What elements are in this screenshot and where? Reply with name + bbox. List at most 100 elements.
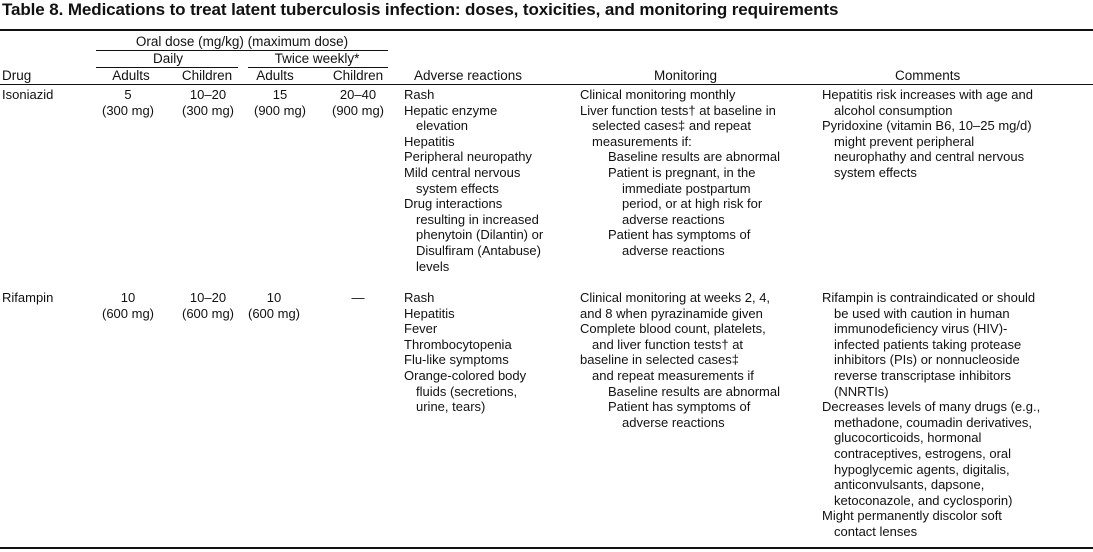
bottom-rule [0, 547, 1093, 549]
cell-line: glucocorticoids, hormonal [834, 430, 982, 446]
header-drug: Drug [2, 68, 32, 83]
cell-line: urine, tears) [416, 399, 486, 415]
cell-line: elevation [416, 118, 469, 134]
cell-line: ketoconazole, and cyclosporin) [834, 492, 1013, 508]
cell-line: Patient is pregnant, in the [608, 164, 756, 180]
cell-line: Rifampin is contraindicated or should [822, 290, 1036, 305]
cell-line: immunodeficiency virus (HIV)- [834, 321, 1008, 337]
dose-value: 15 [272, 87, 288, 102]
cell-line: anticonvulsants, dapsone, [834, 477, 985, 493]
cell-line: contact lenses [834, 523, 918, 539]
rifampin-daily-adults: 10 (600 mg) [92, 290, 164, 321]
dose-max: (900 mg) [331, 102, 385, 118]
isoniazid-twice-children: 20–40 (900 mg) [322, 87, 394, 118]
cell-line: Patient has symptoms of [608, 399, 751, 415]
cell-line: period, or at high risk for [622, 196, 763, 212]
header-daily-underline [96, 67, 238, 68]
header-daily-children: Children [181, 68, 233, 83]
cell-line: Hepatic enzyme [404, 102, 498, 118]
cell-line: (NNRTIs) [834, 383, 889, 399]
isoniazid-twice-adults: 15 (900 mg) [244, 87, 316, 118]
header-twice-weekly-underline [248, 67, 388, 68]
cell-line: Liver function tests† at baseline in [580, 102, 776, 118]
drug-name: Rifampin [2, 290, 54, 305]
cell-line: Hepatitis [404, 305, 455, 321]
cell-line: Baseline results are abnormal [608, 383, 780, 399]
header-daily-adults: Adults [112, 68, 150, 83]
cell-line: Might permanently discolor soft [822, 508, 1002, 524]
rifampin-daily-children: 10–20 (600 mg) [172, 290, 244, 321]
header-twice-adults: Adults [256, 68, 294, 83]
cell-line: Hepatitis risk increases with age and [822, 87, 1033, 102]
rifampin-twice-children: — [322, 290, 394, 306]
cell-line: be used with caution in human [834, 305, 1010, 321]
cell-line: fluids (secretions, [416, 383, 518, 399]
dose-max: (600 mg) [101, 305, 155, 321]
cell-line: might prevent peripheral [834, 133, 975, 149]
cell-line: resulting in increased [416, 211, 539, 227]
cell-line: Orange-colored body [404, 367, 527, 383]
header-comments: Comments [895, 68, 961, 83]
dose-value: 10–20 [189, 87, 227, 102]
cell-line: system effects [834, 164, 917, 180]
rifampin-monitoring: Clinical monitoring at weeks 2, 4,and 8 … [580, 290, 780, 430]
cell-line: Patient has symptoms of [608, 227, 751, 243]
cell-line: contraceptives, estrogens, oral [834, 445, 1012, 461]
cell-line: Hepatitis [404, 133, 455, 149]
drug-name: Isoniazid [2, 87, 54, 102]
cell-line: Mild central nervous [404, 164, 521, 180]
cell-line: Rash [404, 87, 435, 102]
cell-line: reverse transcriptase inhibitors [834, 367, 1012, 383]
cell-line: Rash [404, 290, 435, 305]
cell-line: Baseline results are abnormal [608, 149, 780, 165]
cell-line: immediate postpartum [622, 180, 751, 196]
cell-line: adverse reactions [622, 414, 725, 430]
dose-value: — [351, 290, 365, 305]
dose-max: (600 mg) [181, 305, 235, 321]
dose-value: 10 [120, 290, 136, 305]
cell-line: Thrombocytopenia [404, 336, 512, 352]
cell-line: measurements if: [592, 133, 692, 149]
cell-line: and 8 when pyrazinamide given [580, 305, 763, 321]
cell-line: selected cases‡ and repeat [592, 118, 751, 134]
cell-line: Clinical monitoring at weeks 2, 4, [580, 290, 771, 305]
dose-value: 10–20 [189, 290, 227, 305]
cell-line: Drug interactions [404, 196, 503, 212]
dose-max: (900 mg) [253, 102, 307, 118]
cell-line: Clinical monitoring monthly [580, 87, 736, 102]
rifampin-twice-adults: 10 (600 mg) [238, 290, 310, 321]
cell-line: Decreases levels of many drugs (e.g., [822, 399, 1041, 415]
isoniazid-daily-children: 10–20 (300 mg) [172, 87, 244, 118]
cell-line: Disulfiram (Antabuse) [416, 242, 541, 258]
header-monitoring: Monitoring [654, 68, 718, 83]
header-daily: Daily [152, 51, 183, 66]
cell-line: infected patients taking protease [834, 336, 1022, 352]
cell-line: methadone, coumadin derivatives, [834, 414, 1033, 430]
cell-line: Fever [404, 321, 438, 337]
cell-line: and liver function tests† at [592, 336, 744, 352]
cell-line: baseline in selected cases‡ [580, 352, 739, 368]
cell-line: levels [416, 258, 450, 274]
isoniazid-daily-adults: 5 (300 mg) [92, 87, 164, 118]
top-rule [0, 29, 1093, 31]
cell-line: Flu-like symptoms [404, 352, 509, 368]
cell-line: Peripheral neuropathy [404, 149, 532, 165]
cell-line: Pyridoxine (vitamin B6, 10–25 mg/d) [822, 118, 1032, 134]
cell-line: system effects [416, 180, 499, 196]
cell-line: alcohol consumption [834, 102, 953, 118]
dose-value: 20–40 [339, 87, 377, 102]
header-twice-children: Children [332, 68, 384, 83]
cell-line: neurophathy and central nervous [834, 149, 1025, 165]
cell-line: adverse reactions [622, 211, 725, 227]
cell-line: hypoglycemic agents, digitalis, [834, 461, 1010, 477]
table-title: Table 8. Medications to treat latent tub… [2, 0, 839, 19]
dose-value: 10 [266, 290, 282, 305]
cell-line: Complete blood count, platelets, [580, 321, 766, 337]
dose-max: (300 mg) [101, 102, 155, 118]
cell-line: phenytoin (Dilantin) or [416, 227, 544, 243]
dose-max: (300 mg) [181, 102, 235, 118]
